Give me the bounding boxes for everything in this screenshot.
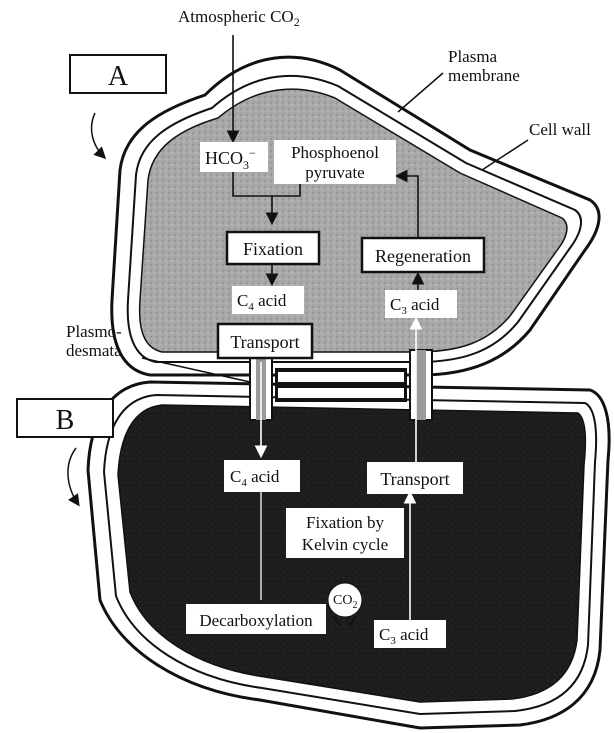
- plasma-membrane-leader: [398, 73, 443, 112]
- c3-acid-a-label: C3 acid: [390, 295, 440, 317]
- cell-a-curved-arrow: [92, 113, 104, 157]
- plasmodesma-right-core: [416, 350, 426, 420]
- cell-wall-label: Cell wall: [529, 120, 591, 139]
- regeneration-label: Regeneration: [375, 246, 471, 266]
- pep-label-1: Phosphoenol: [291, 143, 379, 162]
- fixation-label: Fixation: [243, 239, 303, 259]
- transport-b-label: Transport: [380, 469, 449, 489]
- middle-lamella-bottom: [278, 388, 404, 398]
- cell-b-tag: B: [56, 405, 75, 436]
- cell-a: [112, 57, 599, 375]
- cell-a-cytoplasm: [140, 89, 567, 352]
- middle-lamella-top: [278, 372, 404, 382]
- decarboxylation-label: Decarboxylation: [199, 611, 313, 630]
- atmospheric-co2-label: Atmospheric CO2: [178, 7, 300, 29]
- c3-acid-b-label: C3 acid: [379, 625, 429, 647]
- kelvin-cycle-label-2: Kelvin cycle: [302, 535, 388, 554]
- kelvin-cycle-label-1: Fixation by: [306, 513, 384, 532]
- plasma-membrane-label-1: Plasma: [448, 47, 498, 66]
- c4-acid-b-label: C4 acid: [230, 467, 280, 489]
- plasmodesmata-label-1: Plasmo-: [66, 322, 122, 341]
- c4-acid-a-label: C4 acid: [237, 291, 287, 313]
- plasma-membrane-label-2: membrane: [448, 66, 520, 85]
- plasmodesmata-label-2: desmata: [66, 341, 122, 360]
- cell-b-curved-arrow: [68, 448, 78, 504]
- transport-a-label: Transport: [230, 332, 299, 352]
- pep-label-2: pyruvate: [305, 163, 364, 182]
- cell-a-tag: A: [108, 61, 129, 92]
